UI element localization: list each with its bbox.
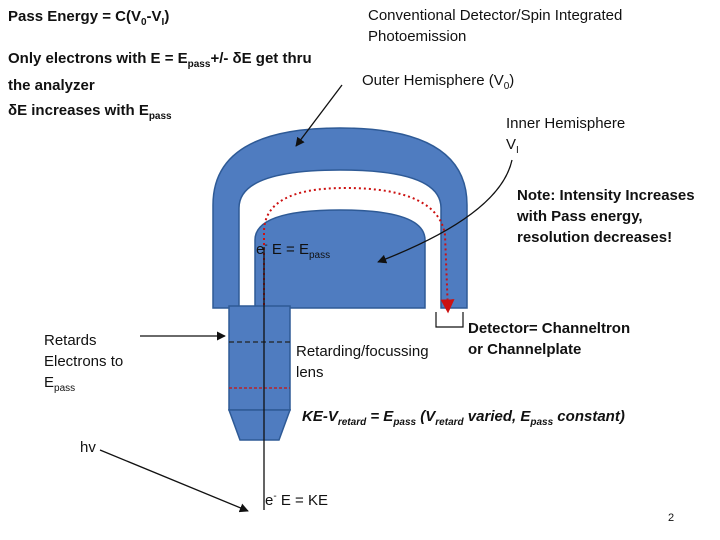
- page-number: 2: [668, 512, 675, 524]
- electron-kinetic-energy-label: e- E = KE: [265, 491, 328, 509]
- intensity-note: Note: Intensity Increases with Pass ener…: [517, 187, 695, 246]
- inner-hemisphere-label: Inner Hemisphere VI: [506, 115, 626, 156]
- delta-e-note: δE increases with Epass: [8, 102, 172, 122]
- lens-label: Retarding/focussing lens: [296, 343, 429, 381]
- only-electrons-note: Only electrons with E = Epass+/- δE get …: [8, 50, 312, 94]
- photon-hv-label: hv: [80, 439, 96, 456]
- conventional-detector-label: Conventional Detector/Spin Integrated Ph…: [368, 7, 623, 45]
- lens-column: [228, 305, 291, 411]
- inner-hemisphere: [254, 209, 426, 309]
- electron-pass-energy-label: e- E = Epass: [256, 240, 331, 261]
- outer-hemisphere: [212, 127, 468, 309]
- arrow-outer-hemisphere: [295, 84, 343, 147]
- detector-label: Detector= Channeltron or Channelplate: [468, 320, 631, 358]
- pass-energy-title: Pass Energy = C(V0-VI): [8, 8, 170, 28]
- outer-hemisphere-label: Outer Hemisphere (V0): [362, 72, 515, 92]
- ke-equation: KE-Vretard = Epass (Vretard varied, Epas…: [302, 408, 625, 428]
- lens-funnel: [227, 409, 292, 441]
- electron-path: [263, 186, 455, 314]
- detector-bracket: [435, 312, 464, 328]
- retards-label: Retards Electrons to Epass: [44, 332, 124, 394]
- arrow-hv: [99, 449, 249, 513]
- arrow-inner-hemisphere: [377, 159, 513, 264]
